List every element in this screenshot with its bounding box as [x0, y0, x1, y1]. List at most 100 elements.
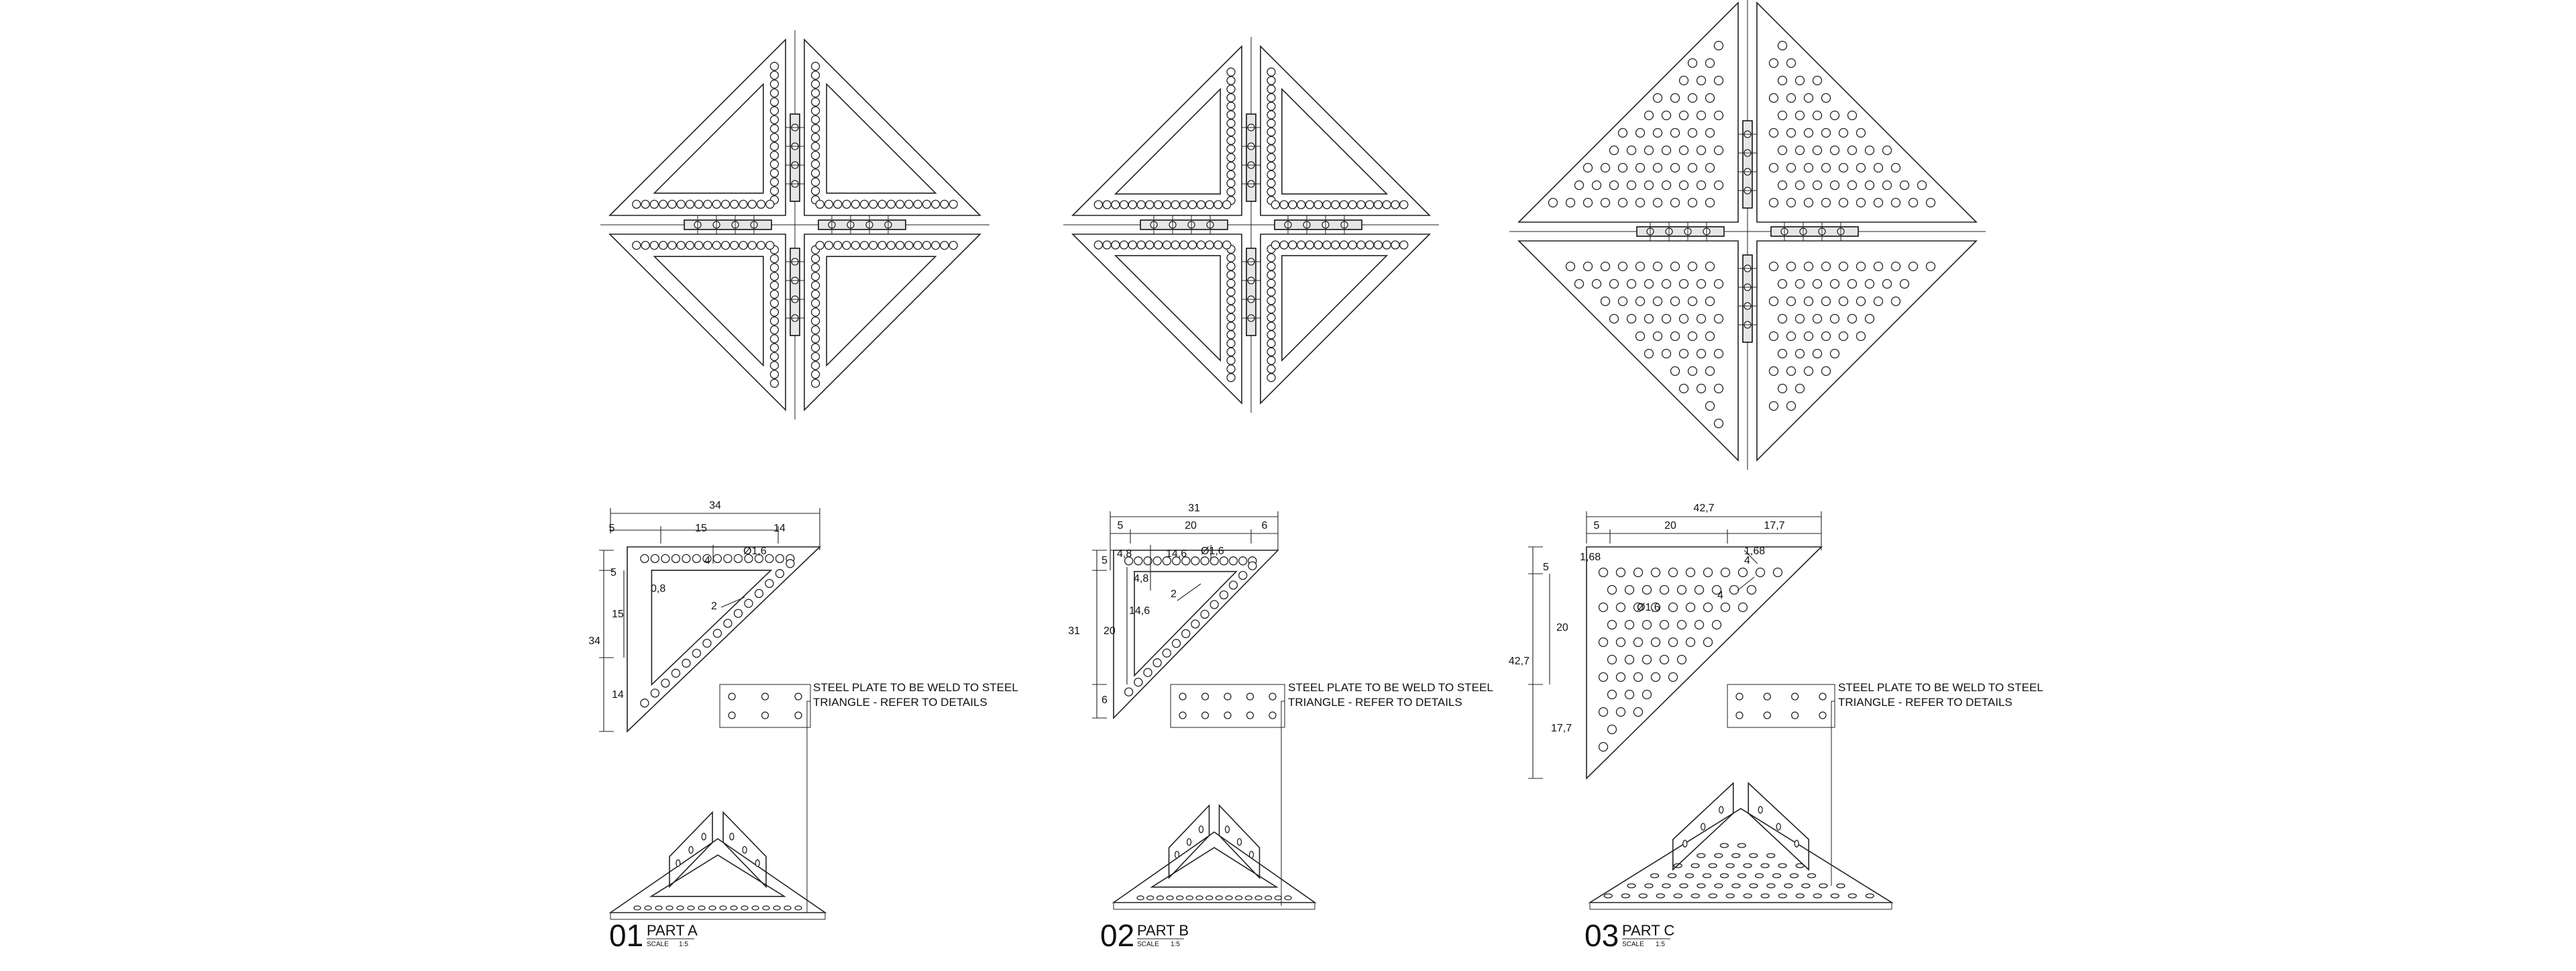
perforation-hole — [1652, 127, 1663, 138]
perforation-hole — [1908, 197, 1919, 208]
perforation-hole — [1617, 162, 1628, 173]
plate-hole — [1224, 711, 1232, 719]
perforation-hole — [1838, 331, 1849, 342]
bolt-hole — [692, 554, 702, 564]
triangle-cutout — [1134, 570, 1238, 677]
perforation-hole — [1794, 278, 1805, 289]
perforation-hole — [1644, 110, 1654, 121]
perforation-hole — [1864, 313, 1875, 324]
perforation-hole — [1829, 278, 1840, 289]
plate-hole — [1791, 693, 1799, 701]
perforation-hole — [1786, 58, 1796, 68]
perforation-hole — [1847, 313, 1858, 324]
perforation-hole — [1670, 93, 1680, 103]
plate-hole — [1269, 693, 1277, 701]
bolt-hole — [810, 289, 820, 299]
plate-hole — [1763, 693, 1771, 701]
bolt-hole — [769, 299, 780, 308]
perforation-hole — [1812, 278, 1823, 289]
perforation-hole — [1705, 93, 1715, 103]
bolt-hole — [1181, 629, 1191, 638]
bolt-hole — [1226, 287, 1236, 297]
perforation-hole — [1713, 40, 1724, 51]
perforation-hole — [1661, 278, 1672, 289]
perforation-hole — [1777, 383, 1788, 394]
dim-b-inner-a: 4,8 — [1117, 548, 1132, 560]
bolt-hole — [1267, 127, 1276, 137]
perforation-hole — [1786, 296, 1796, 307]
iso-hole — [1284, 895, 1292, 901]
perforation-hole — [1890, 296, 1901, 307]
iso-steel-plate — [1672, 782, 1734, 871]
iso-hole — [698, 905, 706, 911]
perforation-hole — [1829, 313, 1840, 324]
bolt-hole — [913, 199, 922, 209]
dim-c-vmid: 20 — [1556, 622, 1568, 633]
iso-hole — [1638, 893, 1648, 899]
perforation-hole — [1548, 197, 1558, 208]
connector-plate — [790, 248, 800, 336]
perforation-hole — [1703, 637, 1713, 648]
triangle-outline — [1756, 240, 1978, 462]
iso-hole — [1714, 883, 1723, 888]
perforation-hole — [1659, 584, 1670, 595]
connector-plate — [684, 219, 772, 230]
bolt-hole — [810, 263, 820, 272]
perforation-hole — [1720, 567, 1731, 578]
perforation-hole — [1786, 331, 1796, 342]
iso-thickness — [1589, 903, 1892, 910]
dim-b-hole: Ø1,6 — [1201, 546, 1224, 557]
perforation-hole — [1678, 278, 1689, 289]
perforation-hole — [1626, 145, 1637, 156]
bolt-hole — [1267, 93, 1276, 103]
bolt-hole — [769, 316, 780, 325]
perforation-hole — [1678, 313, 1689, 324]
perforation-hole — [1685, 567, 1696, 578]
bolt-hole — [682, 658, 691, 668]
perforation-hole — [1882, 278, 1892, 289]
bolt-hole — [1267, 187, 1276, 197]
bolt-hole — [1267, 262, 1276, 271]
bolt-hole — [922, 199, 932, 209]
plate-hole — [1735, 693, 1743, 701]
perforation-hole — [1609, 145, 1619, 156]
bolt-hole — [1267, 178, 1276, 188]
bolt-hole — [1267, 339, 1276, 348]
bolt-hole — [810, 115, 820, 125]
bolt-hole — [769, 62, 780, 71]
perforation-hole — [1838, 162, 1849, 173]
perforation-hole — [1899, 278, 1910, 289]
bolt-hole — [769, 160, 780, 169]
perforation-hole — [1705, 366, 1715, 376]
bolt-hole — [1267, 161, 1276, 171]
bolt-hole — [1305, 200, 1315, 209]
perforation-hole — [1768, 366, 1779, 376]
perforation-hole — [1598, 637, 1609, 648]
bolt-hole — [1153, 240, 1163, 250]
perforation-hole — [1633, 602, 1644, 613]
bolt-hole — [769, 70, 780, 80]
bolt-hole — [940, 240, 949, 250]
bolt-hole — [1226, 304, 1236, 314]
plate-hole — [1201, 711, 1210, 719]
bolt-hole — [769, 289, 780, 299]
bolt-hole — [1373, 200, 1383, 209]
iso-hole — [1205, 895, 1214, 901]
perforation-hole — [1794, 145, 1805, 156]
bolt-hole — [1348, 200, 1357, 209]
bolt-hole — [1093, 200, 1103, 209]
bolt-hole — [1136, 240, 1146, 250]
plate-hole — [1819, 693, 1827, 701]
perforation-hole — [1650, 637, 1661, 648]
bolt-hole — [1119, 240, 1129, 250]
iso-hole — [1265, 895, 1273, 901]
part-a-scale-label: SCALE — [647, 941, 669, 948]
perforation-hole — [1768, 296, 1779, 307]
perforation-hole — [1812, 75, 1823, 86]
perforation-hole — [1705, 162, 1715, 173]
perforation-hole — [1668, 602, 1678, 613]
bolt-hole — [747, 199, 757, 209]
iso-outline — [608, 838, 827, 913]
iso-hole — [1274, 895, 1282, 901]
perforation-hole — [1696, 75, 1707, 86]
